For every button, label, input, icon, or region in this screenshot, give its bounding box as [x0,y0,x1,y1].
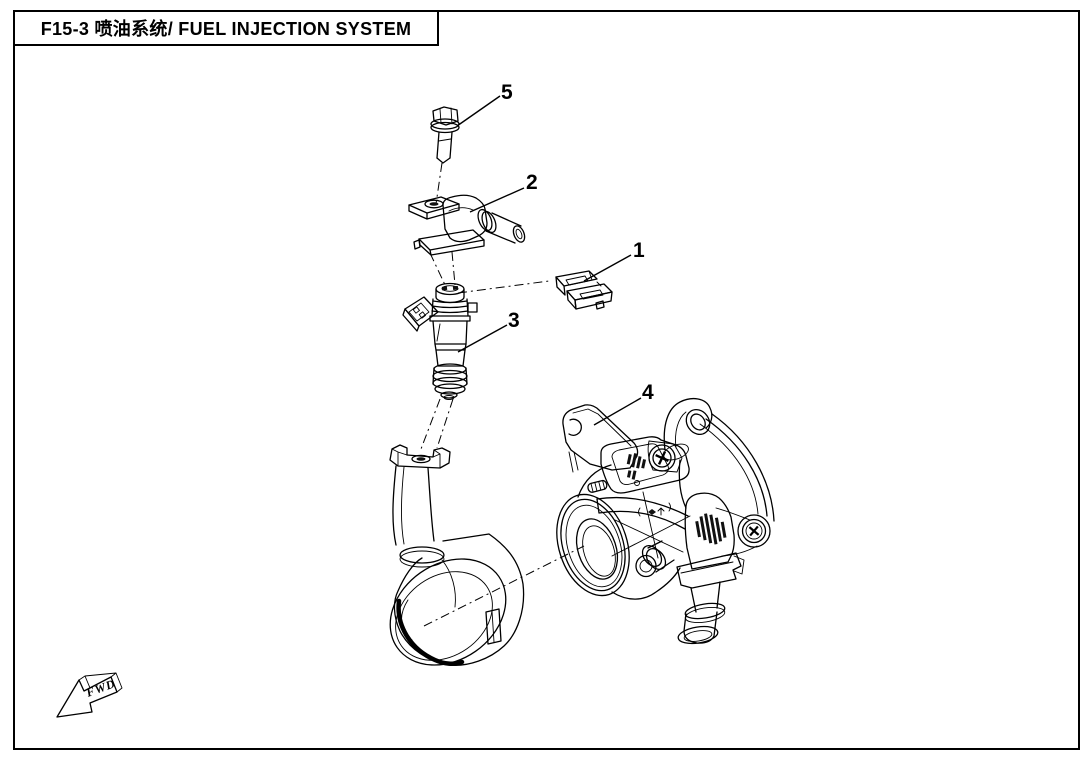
callout-4[interactable]: 4 [642,381,654,404]
callout-5[interactable]: 5 [501,81,513,104]
fwd-label: FWD [83,676,117,700]
assembly-centerlines [420,162,585,627]
callout-1[interactable]: 1 [633,239,645,262]
throttle-body-drawing [556,397,775,645]
fuel-injector-drawing [402,282,478,400]
fuel-feed-joint-drawing [408,194,526,256]
injector-clip-drawing [555,270,613,310]
intake-adapter-drawing [389,444,525,666]
callout-3[interactable]: 3 [508,309,520,332]
page-border [13,10,1080,750]
callout-2[interactable]: 2 [526,171,538,194]
page-title: F15-3 喷油系统/ FUEL INJECTION SYSTEM [40,19,412,39]
callout-numbers: 5 2 1 3 4 [501,81,654,404]
title-block: F15-3 喷油系统/ FUEL INJECTION SYSTEM [13,10,439,46]
flange-bolt-drawing [430,106,460,164]
fwd-arrow: FWD [56,672,123,718]
callout-leaders [456,95,642,426]
